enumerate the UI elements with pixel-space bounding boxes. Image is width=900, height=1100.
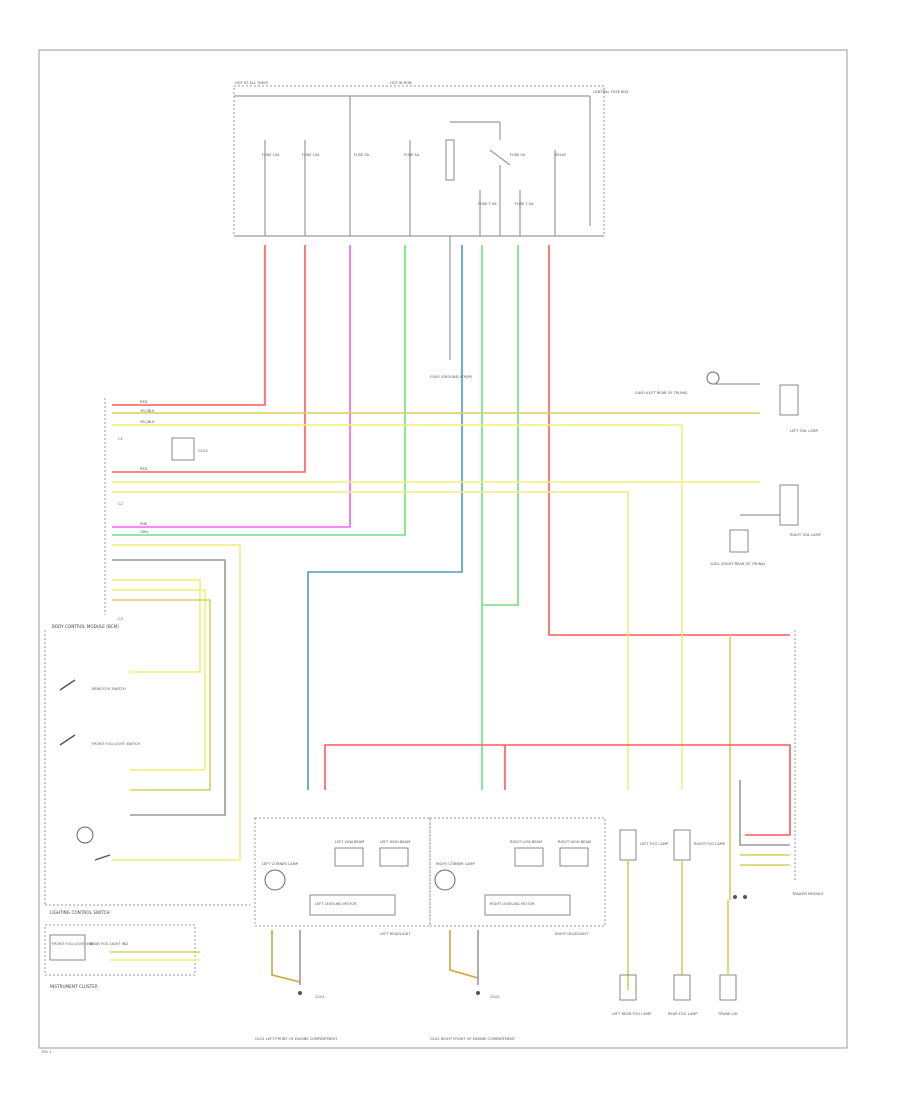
wire-grn-tag: GRN — [140, 530, 148, 534]
wire-pink — [112, 245, 351, 528]
instrument-cluster: FRONT FOG LIGHT IND REAR FOG LIGHT IND I… — [44, 924, 200, 989]
wire-red-2 — [112, 245, 306, 473]
wire-yel-2 — [112, 424, 683, 790]
wire-yel-6 — [112, 579, 201, 673]
ground-left-caption: G101 LEFT FRONT OF ENGINE COMPARTMENT — [255, 1037, 338, 1041]
center-ground: G300 (GROUND STRAP) — [430, 236, 473, 379]
lighting-control-switch: REAR FOG SWITCH FRONT FOG LIGHT SWITCH L… — [44, 630, 250, 915]
wire-green-1 — [112, 245, 406, 536]
rear-fog-switch-label: REAR FOG SWITCH — [92, 687, 126, 691]
fuse-1-label: FUSE 10A — [262, 153, 280, 157]
fuse-6-label: FUSE 7.5A — [478, 202, 497, 206]
front-fog-switch-label: FRONT FOG LIGHT SWITCH — [92, 742, 141, 746]
left-fog-lamp-label: LEFT FOG LAMP — [640, 842, 669, 846]
right-motor-label: RIGHT LEVELING MOTOR — [490, 902, 535, 906]
wire-tan-left — [271, 930, 301, 983]
fuse-5-label: FUSE 5A — [510, 153, 526, 157]
left-rear-fog-label: LEFT REAR FOG LAMP — [612, 1012, 652, 1016]
wire-red-tag-1: RED — [140, 400, 148, 404]
wire-gray-1 — [112, 559, 226, 816]
fuse-box-title: CENTRAL FUSE BOX — [593, 90, 629, 94]
right-headlight-label: RIGHT HEADLIGHT — [555, 932, 589, 936]
right-tail-assembly: G400 (LEFT REAR OF TRUNK) LEFT TAIL LAMP… — [635, 371, 824, 899]
left-motor-label: LEFT LEVELING MOTOR — [315, 902, 357, 906]
left-corner-label: LEFT CORNER LAMP — [262, 862, 299, 866]
ground-right-caption: G102 RIGHT FRONT OF ENGINE COMPARTMENT — [430, 1037, 516, 1041]
left-low-label: LEFT LOW BEAM — [335, 840, 364, 844]
lighting-switch-label: LIGHTING CONTROL SWITCH — [50, 910, 110, 915]
ground-upper-right-label: G400 (LEFT REAR OF TRUNK) — [635, 391, 688, 395]
right-headlight-assembly: RIGHT LOW BEAM RIGHT HIGH BEAM RIGHT COR… — [429, 817, 606, 1041]
fuse-4-label: FUSE 5A — [404, 153, 420, 157]
page-ref: FIG 1 — [42, 1050, 51, 1054]
bcm-label: BODY CONTROL MODULE (BCM) — [52, 624, 119, 629]
wire-pnk-tag: PNK — [140, 522, 148, 526]
rear-fog-indicator-label: REAR FOG LIGHT IND — [90, 942, 128, 946]
hot-label-right: HOT IN RUN — [390, 81, 412, 85]
wire-red-tag-2: RED — [140, 467, 148, 471]
wire-yel-tag-1: YEL/BLK — [140, 409, 155, 413]
rear-fog-center-label: REAR FOG LAMP — [668, 1012, 698, 1016]
ground-mid-right-label: G402 (RIGHT REAR OF TRUNK) — [710, 562, 766, 566]
wire-red-1 — [112, 245, 266, 406]
bcm-ground: G103 — [171, 437, 208, 461]
wire-yel-tag-2: YEL/BLK — [140, 420, 155, 424]
wire-yel-4 — [112, 491, 629, 790]
right-fog-lamp-label: RIGHT FOG LAMP — [694, 842, 726, 846]
fog-indicator-label: FRONT FOG LIGHT IND — [52, 942, 93, 946]
ground-center-label: G300 (GROUND STRAP) — [430, 375, 473, 379]
right-tail-label: RIGHT TAIL LAMP — [790, 533, 822, 537]
fog-lamps: LEFT FOG LAMP RIGHT FOG LAMP LEFT REAR F… — [612, 829, 738, 1016]
ground-left-id: G101 — [315, 995, 325, 999]
fuse-2-label: FUSE 10A — [302, 153, 320, 157]
trailer-module-label: TRAILER MODULE — [791, 892, 824, 896]
left-high-label: LEFT HIGH BEAM — [380, 840, 410, 844]
wire-tan-right — [449, 930, 479, 979]
wire-red-3 — [548, 245, 790, 636]
wire-red-lower — [324, 744, 791, 836]
bcm-c2: C2 — [118, 502, 123, 506]
ground-right-id: G102 — [490, 995, 500, 999]
left-headlight-assembly: LEFT LOW BEAM LEFT HIGH BEAM LEFT CORNER… — [254, 817, 431, 1041]
hot-label-left: HOT AT ALL TIMES — [235, 81, 269, 85]
central-fuse-box: HOT AT ALL TIMES HOT IN RUN CENTRAL FUSE… — [233, 81, 629, 237]
fuse-3-label: FUSE 5A — [354, 153, 370, 157]
bcm-ground-label: G103 — [198, 449, 208, 453]
right-corner-label: RIGHT CORNER LAMP — [436, 862, 475, 866]
relay-label: RELAY — [555, 153, 567, 157]
right-high-label: RIGHT HIGH BEAM — [558, 840, 591, 844]
bcm-c1: C1 — [118, 437, 123, 441]
body-control-module: C1 C2 C3 BODY CONTROL MODULE (BCM) RED Y… — [52, 398, 155, 629]
wire-yel-8 — [112, 599, 211, 791]
wire-yel-5 — [112, 544, 241, 861]
instrument-cluster-label: INSTRUMENT CLUSTER — [50, 984, 98, 989]
right-rear-label: TRUNK LID — [717, 1012, 738, 1016]
right-low-label: RIGHT LOW BEAM — [510, 840, 542, 844]
left-tail-label: LEFT TAIL LAMP — [790, 429, 819, 433]
wire-green-3 — [482, 245, 519, 606]
fuse-7-label: FUSE 7.5A — [515, 202, 534, 206]
bcm-c3: C3 — [118, 617, 123, 621]
wire-trailer-gray — [739, 780, 790, 846]
wire-blue — [307, 245, 463, 790]
left-headlight-label: LEFT HEADLIGHT — [380, 932, 411, 936]
diagram-frame — [38, 49, 848, 1049]
wire-yel-7 — [112, 589, 206, 771]
